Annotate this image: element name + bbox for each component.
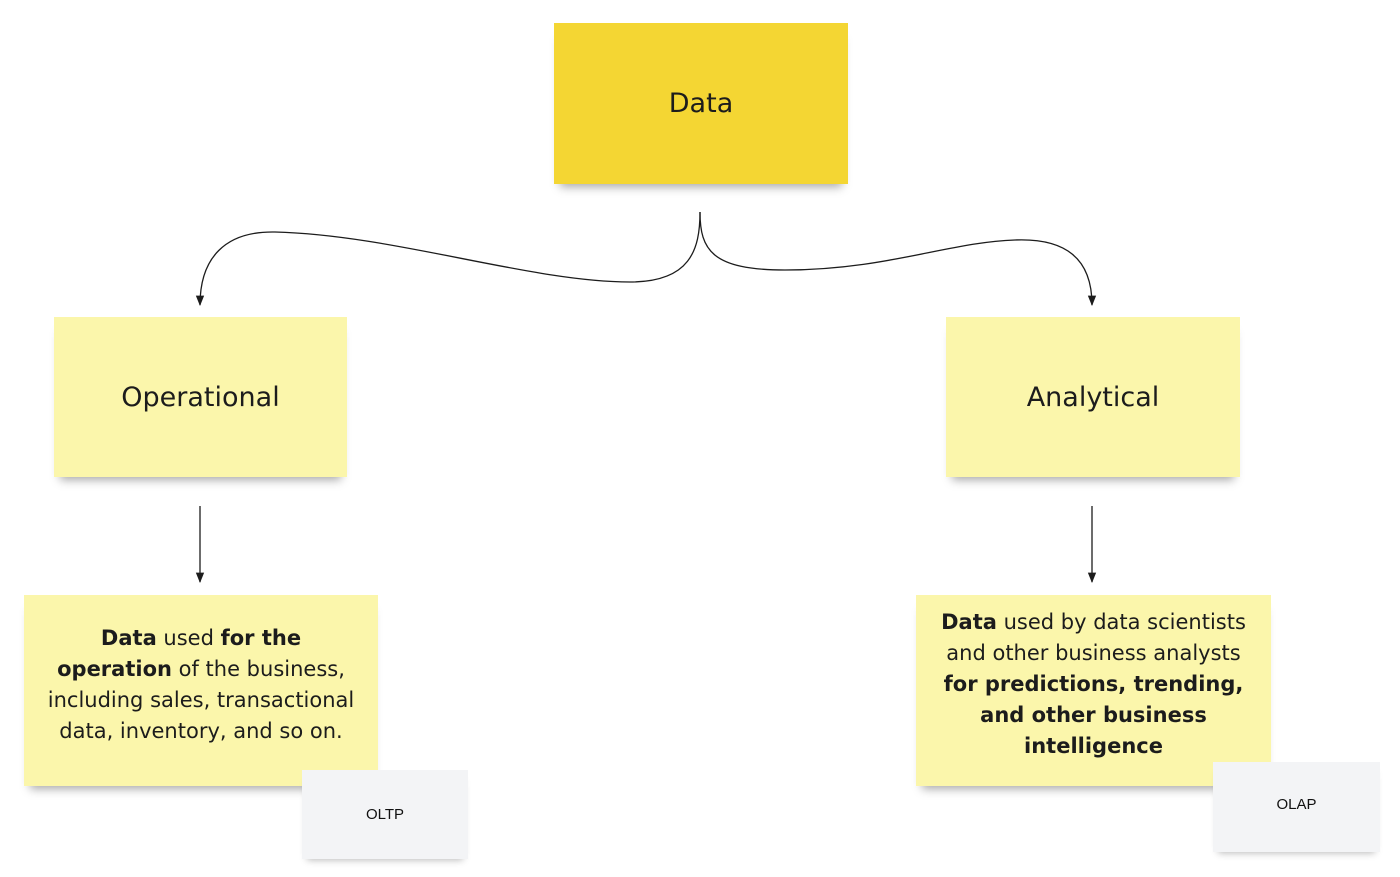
data-root-label: Data bbox=[668, 88, 734, 119]
operational-description-plain-1: used bbox=[156, 626, 221, 650]
operational-description-sticky[interactable]: Data used for the operation of the busin… bbox=[24, 595, 378, 786]
analytical-description-sticky[interactable]: Data used by data scientists and other b… bbox=[916, 595, 1271, 786]
olap-label: OLAP bbox=[1276, 796, 1317, 813]
operational-description-text: Data used for the operation of the busin… bbox=[40, 623, 362, 747]
analytical-sticky[interactable]: Analytical bbox=[946, 317, 1240, 477]
operational-description-plain-2: of the business, including sales, transa… bbox=[47, 657, 355, 743]
connector-data-to-operational bbox=[195, 211, 701, 307]
operational-sticky[interactable]: Operational bbox=[54, 317, 347, 477]
oltp-label: OLTP bbox=[365, 806, 405, 823]
oltp-tag-card[interactable]: OLTP bbox=[302, 770, 468, 859]
analytical-description-bold-1: Data bbox=[941, 610, 997, 634]
analytical-description-bold-2: for predictions, trending, and other bus… bbox=[943, 672, 1244, 758]
operational-description-bold-2: for the operation bbox=[57, 626, 302, 681]
operational-description-bold-1: Data bbox=[100, 626, 157, 650]
analytical-label: Analytical bbox=[1026, 381, 1160, 413]
connector-data-to-analytical bbox=[699, 211, 1097, 307]
data-root-sticky[interactable]: Data bbox=[554, 23, 848, 184]
analytical-description-plain-1: used by data scientists and other busine… bbox=[946, 610, 1246, 665]
analytical-description-text: Data used by data scientists and other b… bbox=[932, 607, 1255, 762]
operational-label: Operational bbox=[121, 381, 280, 413]
olap-tag-card[interactable]: OLAP bbox=[1213, 762, 1380, 852]
